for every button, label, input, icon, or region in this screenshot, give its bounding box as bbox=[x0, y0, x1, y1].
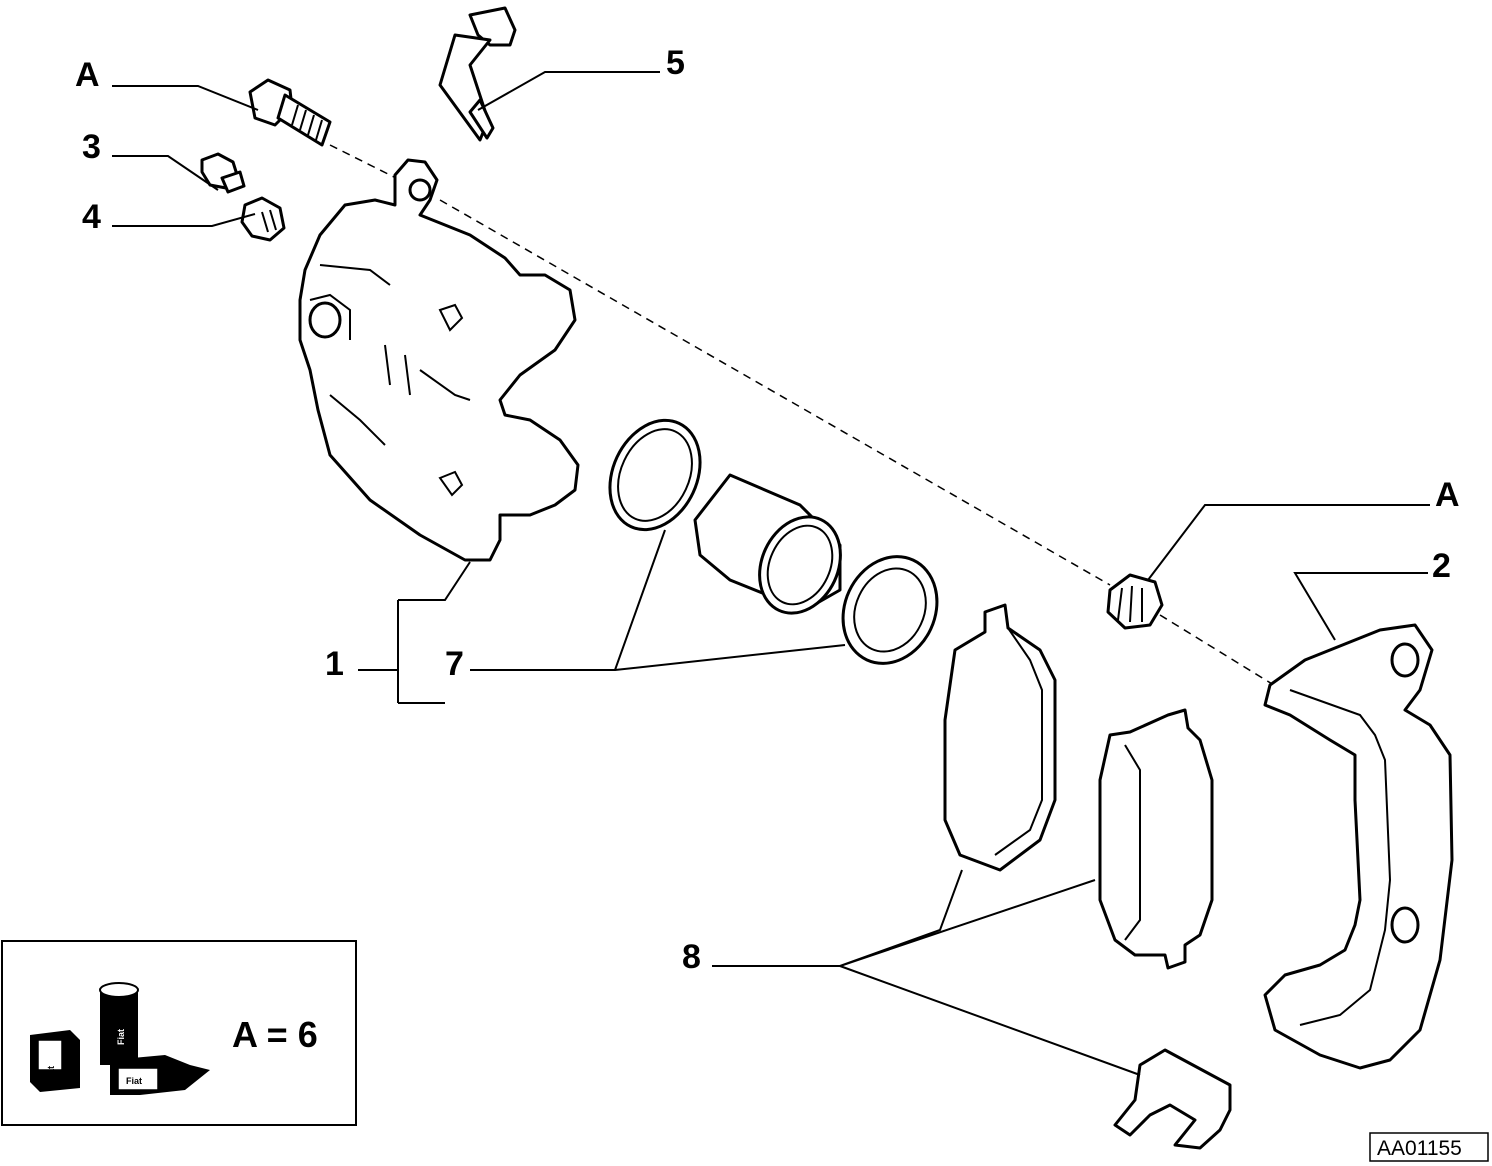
bolt-a bbox=[248, 78, 332, 147]
callout-2: 2 bbox=[1432, 547, 1451, 585]
part-5-wear-sensor bbox=[438, 6, 517, 142]
leader-5 bbox=[477, 71, 660, 111]
callout-3: 3 bbox=[82, 128, 101, 166]
leader-2 bbox=[1293, 572, 1428, 641]
leader-3 bbox=[112, 155, 219, 191]
lubricant-can-icon: Fiat bbox=[99, 982, 139, 1065]
callout-8: 8 bbox=[682, 938, 701, 976]
callout-1: 1 bbox=[325, 645, 344, 683]
lubricant-box-icon: Fiat Fiat bbox=[30, 1030, 210, 1095]
leader-7 bbox=[470, 529, 846, 671]
part-8-anti-rattle-clip bbox=[1113, 1048, 1232, 1150]
callout-5: 5 bbox=[666, 44, 685, 82]
leader-8 bbox=[712, 869, 1141, 1076]
leader-lines bbox=[112, 71, 1430, 1076]
part-8-pad-outer bbox=[1098, 708, 1214, 970]
part-7-seal-ring bbox=[608, 418, 702, 532]
part-3-bleed-screw bbox=[200, 152, 246, 194]
part-4-cap bbox=[240, 196, 286, 242]
box2-brand-text: Fiat bbox=[126, 1076, 142, 1086]
part-8-pad-inner bbox=[943, 603, 1057, 872]
leader-a-right bbox=[1147, 504, 1430, 581]
lubricant-legend: Fiat Fiat Fiat A = 6 bbox=[1, 940, 357, 1126]
can-brand-text: Fiat bbox=[116, 1029, 126, 1045]
drawing-code: AA01155 bbox=[1377, 1137, 1462, 1160]
guide-bushing bbox=[1106, 573, 1164, 630]
part-1-caliper bbox=[298, 158, 580, 562]
drawing-code-box: AA01155 bbox=[1369, 1132, 1489, 1162]
leader-a-top bbox=[112, 85, 259, 111]
part-7-dust-boot bbox=[841, 555, 939, 665]
leader-1 bbox=[358, 561, 471, 704]
callout-4: 4 bbox=[82, 198, 101, 236]
part-2-bracket bbox=[1263, 623, 1454, 1070]
callout-a-right: A bbox=[1435, 476, 1460, 514]
box1-brand-text: Fiat bbox=[46, 1066, 56, 1082]
leader-4 bbox=[112, 213, 256, 227]
callout-a-top: A bbox=[75, 56, 100, 94]
callout-7: 7 bbox=[445, 645, 464, 683]
legend-equation: A = 6 bbox=[232, 1014, 318, 1055]
assembly-axis-line bbox=[329, 144, 1291, 696]
piston bbox=[693, 473, 842, 615]
